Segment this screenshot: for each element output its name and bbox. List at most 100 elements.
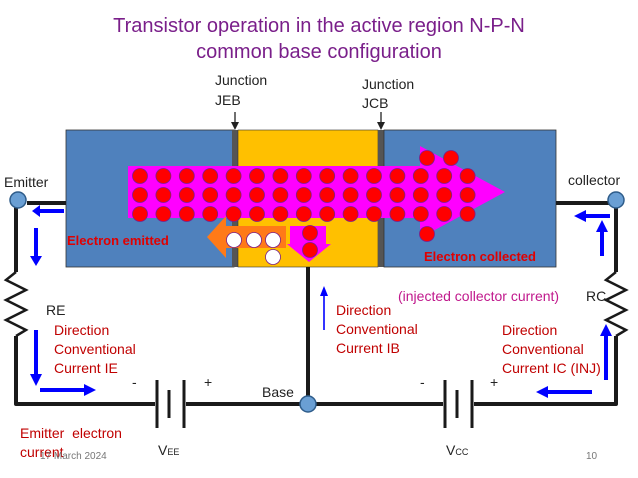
vee-main: V — [158, 442, 168, 458]
electron — [389, 206, 406, 222]
ib-direction-line-2: Conventional — [336, 321, 418, 337]
page-number: 10 — [586, 451, 598, 462]
junction-cb-label-1: Junction — [362, 76, 415, 92]
injected-collector-current-label: (injected collector current) — [398, 288, 560, 304]
electron — [459, 187, 476, 203]
electron — [249, 187, 265, 203]
title-line-2: common base configuration — [196, 41, 442, 63]
electron — [249, 168, 265, 184]
electron — [202, 168, 219, 184]
electron — [132, 206, 148, 222]
emitter-label: Emitter — [4, 174, 49, 190]
ie-direction-line-1: Direction — [54, 322, 110, 338]
electron — [342, 168, 359, 184]
electron — [155, 206, 172, 222]
electron — [249, 206, 265, 222]
electron — [225, 187, 242, 203]
base-label: Base — [262, 384, 294, 400]
electron — [419, 226, 435, 242]
emitter-electron-current-line-2: current — [20, 444, 64, 460]
electron — [178, 206, 195, 222]
ic-direction-line-1: Direction — [502, 322, 558, 338]
electron — [178, 187, 195, 203]
junction-cb-label-2: JCB — [362, 95, 389, 111]
hole-group — [226, 232, 281, 265]
hole — [265, 249, 281, 265]
vcc-minus: - — [420, 374, 425, 390]
electron — [459, 206, 476, 222]
electron — [412, 187, 429, 203]
ic-direction-line-3: Current IC (INJ) — [502, 360, 601, 376]
base-terminal — [299, 395, 317, 413]
vcc-main: V — [446, 442, 456, 458]
electron-flow-arrow — [128, 146, 505, 238]
junction-eb-label-2: JEB — [215, 92, 241, 108]
battery-vee — [155, 380, 186, 428]
electron-grid — [132, 150, 476, 258]
footer-date: 17 March 2024 — [40, 451, 107, 462]
electron — [155, 168, 172, 184]
electron — [178, 168, 195, 184]
vcc-plus: + — [490, 374, 499, 390]
electron — [319, 187, 336, 203]
title-line-1: Transistor operation in the active regio… — [113, 15, 525, 37]
hole — [265, 232, 281, 248]
electron — [366, 206, 382, 222]
electron — [319, 168, 336, 184]
electron — [202, 206, 219, 222]
vee-subscript: EE — [167, 447, 180, 457]
electron — [342, 187, 359, 203]
electron — [443, 150, 459, 166]
ib-direction-line-1: Direction — [336, 302, 392, 318]
re-label: RE — [46, 302, 66, 318]
electron — [436, 206, 453, 222]
ie-direction-line-2: Conventional — [54, 341, 136, 357]
junction-eb-pointer-head — [231, 122, 239, 130]
collector-terminal — [607, 191, 625, 209]
electron — [295, 206, 312, 222]
junction-eb-label-1: Junction — [215, 72, 268, 88]
electron — [459, 168, 476, 184]
vee-minus: - — [132, 374, 137, 390]
electron — [342, 206, 359, 222]
resistor-rc — [603, 271, 629, 338]
electron — [132, 187, 148, 203]
electron — [389, 168, 406, 184]
battery-vcc — [443, 380, 474, 428]
electron — [319, 206, 336, 222]
electron — [389, 187, 406, 203]
electron — [155, 187, 172, 203]
electron — [419, 150, 435, 166]
electron — [302, 225, 318, 241]
ic-direction-line-2: Conventional — [502, 341, 584, 357]
electron — [272, 187, 289, 203]
vcc-subscript: CC — [455, 447, 469, 457]
rc-label: RC — [586, 288, 607, 304]
electron — [412, 168, 429, 184]
electron — [366, 187, 382, 203]
electron — [202, 187, 219, 203]
electron-emitted-label: Electron emitted — [67, 233, 169, 248]
electron — [132, 168, 148, 184]
ib-direction-line-3: Current IB — [336, 340, 400, 356]
vee-label: VEE — [158, 442, 179, 459]
electron — [272, 168, 289, 184]
vee-plus: + — [204, 374, 213, 390]
base-current-arrow — [320, 286, 328, 330]
emitter-terminal — [9, 191, 27, 209]
electron — [366, 168, 382, 184]
vcc-label: VCC — [446, 442, 468, 459]
resistor-re — [3, 271, 29, 338]
hole — [246, 232, 262, 248]
electron — [436, 187, 453, 203]
electron — [225, 206, 242, 222]
current-arrows — [30, 205, 612, 398]
collector-label: collector — [568, 172, 621, 188]
electron — [295, 168, 312, 184]
emitted-electron-arrow — [207, 216, 286, 258]
electron — [295, 187, 312, 203]
electron — [272, 206, 289, 222]
hole — [226, 232, 242, 248]
junction-cb-pointer-head — [377, 122, 385, 130]
